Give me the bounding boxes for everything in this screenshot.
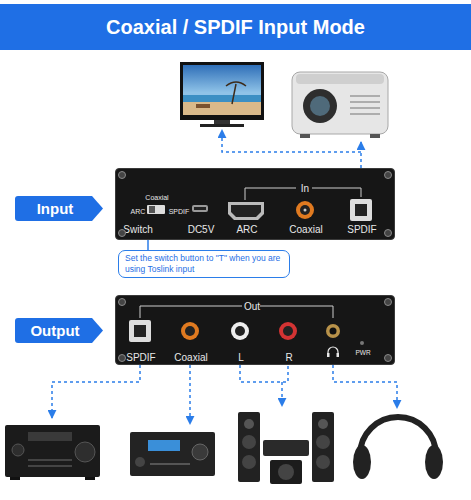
port-label: Coaxial [289,225,322,235]
amplifier-buttons [150,463,190,465]
speaker-driver [244,419,254,429]
badge-label: Input [37,200,74,217]
tv-neck [214,120,230,124]
projector-top [296,74,384,84]
output-panel: OutSPDIF Coaxial L R PWR [115,295,395,365]
speaker-driver [242,435,256,449]
speaker-driver [278,464,294,480]
input-badge: Input [15,196,103,221]
callout-pointer [147,240,149,250]
receiver-foot [10,477,20,480]
signal-wire [189,365,191,424]
amplifier-knob [192,444,208,460]
signal-wire [52,365,140,418]
subwoofer [270,460,302,484]
tv-sand [183,102,261,115]
headphone-cup [353,445,371,479]
port-label: Switch [123,225,152,235]
port-label: R [285,353,292,363]
projector-foot [300,134,310,138]
output-badge: Output [15,318,103,343]
port-label: ARC [236,225,257,235]
tv-sea [183,95,261,102]
title-banner [0,4,471,50]
speaker-driver [316,435,330,449]
speaker-driver [242,455,256,469]
badge-label: Output [30,322,79,339]
arrow-badge-fill [15,196,103,221]
headphone-band [360,417,436,455]
amplifier-body [130,432,215,476]
input-panel: InCoaxialARCSPDIFSwitchDC5VARCCoaxialSPD… [115,168,395,240]
tv-umbrella [226,82,246,104]
signal-wire [360,142,362,168]
projector-lens [303,89,337,123]
note-text: Set the switch button to "T" when you ar… [125,253,283,275]
port-label: SPDIF [169,208,190,215]
tv-stand [200,124,244,127]
projector-body [292,72,388,134]
port-label: PWR [355,350,370,357]
headphone-cup [425,445,443,479]
signal-wire [222,130,361,152]
port-label: Coaxial [174,353,207,363]
port-label: SPDIF [347,225,376,235]
projector-glass [310,96,330,116]
receiver-buttons [28,460,72,466]
receiver-display [28,432,72,441]
port-label: L [238,353,244,363]
signal-wire [240,365,288,406]
callout-note: Set the switch button to "T" when you ar… [118,250,290,278]
speaker-driver [318,419,328,429]
port-label: ARC [131,208,146,215]
tv-chair [196,104,210,108]
tv-screen [183,65,261,115]
port-label: In [301,184,309,194]
projector-vents [350,96,380,114]
speaker-driver [316,455,330,469]
arrow-badge-fill [15,318,103,343]
receiver-knob [75,442,95,462]
tv-frame [180,62,264,120]
projector-foot [370,134,380,138]
amplifier-knob [135,457,145,467]
title-text: Coaxial / SPDIF Input Mode [0,4,471,50]
amplifier-display [148,440,180,451]
receiver-knob [12,444,24,456]
port-label: Out [244,302,260,312]
port-label: DC5V [188,225,215,235]
port-label: Coaxial [145,194,168,201]
port-label: SPDIF [126,353,155,363]
speaker-tower [312,412,334,482]
speaker-center [263,440,309,456]
receiver-foot [85,477,95,480]
receiver-body [5,425,100,477]
speaker-tower [238,412,260,482]
signal-wire [333,365,397,408]
